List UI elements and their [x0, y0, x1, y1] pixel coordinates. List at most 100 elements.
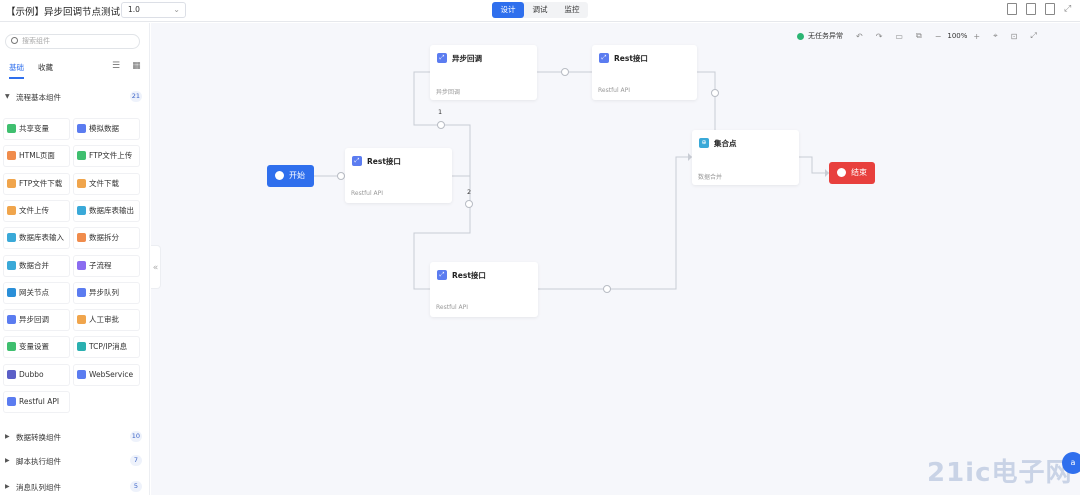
component-icon — [77, 124, 86, 133]
grid-view-icon[interactable]: ▦ — [132, 61, 141, 71]
component-item[interactable]: 数据合并 — [4, 255, 69, 276]
float-action-button[interactable]: a — [1062, 452, 1080, 474]
api-icon: ⤢ — [437, 270, 447, 280]
layout-icon[interactable]: ⧉ — [915, 31, 922, 40]
zoom-in-icon[interactable]: + — [973, 31, 981, 41]
tab-debug[interactable]: 调试 — [532, 5, 548, 14]
component-item[interactable]: Restful API — [4, 392, 69, 412]
tab-favorites[interactable]: 收藏 — [38, 63, 53, 72]
node-title: Rest接口 — [614, 54, 648, 63]
component-item[interactable]: HTML页面 — [4, 146, 69, 167]
group-count: 5 — [130, 481, 142, 492]
component-icon — [7, 178, 16, 188]
node-subtitle: Restful API — [598, 87, 631, 94]
tab-basic[interactable]: 基础 — [9, 62, 24, 79]
save-as-icon[interactable] — [1026, 3, 1036, 15]
node-rest-bottom[interactable]: ⤢ Rest接口 Restful API — [430, 262, 538, 317]
node-title: 集合点 — [714, 139, 737, 148]
component-label: FTP文件下载 — [19, 178, 63, 188]
search-placeholder: 搜索组件 — [22, 37, 50, 45]
arrow-icon — [688, 153, 692, 161]
port — [465, 200, 473, 208]
watermark-logo: 21ic电子网 — [927, 458, 1073, 488]
component-item[interactable]: 模拟数据 — [74, 119, 139, 139]
node-rest-mid[interactable]: ⤢ Rest接口 Restful API — [345, 148, 452, 203]
component-item[interactable]: 共享变量 — [4, 119, 69, 139]
node-rest-top[interactable]: ⤢ Rest接口 Restful API — [592, 45, 697, 100]
collapse-sidebar-icon[interactable]: « — [151, 245, 161, 289]
redo-icon[interactable]: ↷ — [875, 31, 883, 41]
undo-icon[interactable]: ↶ — [856, 31, 863, 41]
mode-tabs: 设计 调试 监控 — [492, 2, 588, 18]
component-item[interactable]: 异步回调 — [4, 310, 69, 331]
component-icon — [7, 369, 16, 379]
view-toggle: ☰ ▦ — [112, 61, 141, 71]
node-title: Rest接口 — [367, 157, 401, 166]
tab-design[interactable]: 设计 — [492, 2, 524, 18]
end-label: 结束 — [851, 168, 867, 177]
node-title: 异步回调 — [452, 54, 482, 63]
screenshot-icon[interactable]: ⊡ — [1010, 31, 1018, 41]
group-name: 数据转换组件 — [16, 433, 61, 442]
component-icon — [77, 151, 86, 161]
group-transform[interactable]: ▶ 数据转换组件 10 — [0, 431, 150, 445]
version-select[interactable]: 1.0 ⌄ — [121, 2, 186, 18]
fit-icon[interactable]: ⌖ — [993, 31, 998, 40]
component-item[interactable]: TCP/IP消息 — [74, 337, 139, 358]
search-input[interactable]: 搜索组件 — [5, 34, 140, 49]
search-icon — [11, 37, 18, 44]
component-item[interactable]: 异步队列 — [74, 282, 139, 303]
tab-monitor[interactable]: 监控 — [564, 5, 580, 14]
fullscreen-icon[interactable]: ⤢ — [1030, 31, 1037, 40]
caret-right-icon: ▶ — [5, 457, 10, 464]
canvas-toolbar: 无任务异常 ↶ ↷ ▭ ⧉ − 100% + ⌖ ⊡ ⤢ — [797, 30, 1037, 42]
component-item[interactable]: 网关节点 — [4, 282, 69, 303]
component-icon — [7, 342, 16, 352]
component-item[interactable]: 文件下载 — [74, 173, 139, 194]
task-status: 无任务异常 — [808, 32, 843, 40]
component-label: 变量设置 — [19, 342, 49, 352]
document-icon[interactable] — [1045, 3, 1055, 15]
end-node[interactable]: 结束 — [829, 162, 875, 184]
edge-bot-gather — [538, 156, 692, 290]
component-item[interactable]: WebService — [74, 364, 139, 385]
group-script[interactable]: ▶ 脚本执行组件 7 — [0, 455, 150, 469]
component-item[interactable]: 数据库表输出 — [74, 200, 139, 221]
node-subtitle: 数据合并 — [698, 174, 723, 181]
start-node[interactable]: 开始 — [267, 165, 314, 187]
select-icon[interactable]: ▭ — [895, 31, 903, 41]
edge-gather-end — [799, 156, 829, 174]
expand-icon[interactable]: ⤢ — [1064, 4, 1072, 14]
caret-right-icon: ▶ — [5, 433, 10, 440]
edge-label-2: 2 — [467, 188, 472, 196]
component-item[interactable]: 人工审批 — [74, 310, 139, 331]
component-icon — [7, 205, 16, 215]
zoom-out-icon[interactable]: − — [934, 31, 942, 41]
node-subtitle: Restful API — [436, 304, 469, 311]
component-item[interactable]: 数据拆分 — [74, 228, 139, 249]
component-item[interactable]: 变量设置 — [4, 337, 69, 358]
flow-canvas[interactable] — [151, 23, 1080, 495]
group-name: 消息队列组件 — [16, 483, 61, 492]
group-count: 7 — [130, 455, 142, 466]
group-mq[interactable]: ▶ 消息队列组件 5 — [0, 481, 150, 495]
component-icon — [7, 124, 16, 133]
component-icon — [7, 233, 16, 243]
group-basic[interactable]: ▼ 流程基本组件 21 — [0, 91, 150, 105]
component-item[interactable]: 文件上传 — [4, 200, 69, 221]
component-item[interactable]: FTP文件下载 — [4, 173, 69, 194]
component-label: 异步队列 — [89, 287, 119, 297]
port — [603, 285, 611, 293]
node-gather[interactable]: ⊕ 集合点 数据合并 — [692, 130, 799, 185]
component-icon — [77, 287, 86, 297]
save-icon[interactable] — [1007, 3, 1017, 15]
component-item[interactable]: FTP文件上传 — [74, 146, 139, 167]
node-async-callback[interactable]: ⤢ 异步回调 异步回调 — [430, 45, 537, 100]
component-item[interactable]: Dubbo — [4, 364, 69, 385]
list-view-icon[interactable]: ☰ — [112, 61, 121, 71]
component-label: 人工审批 — [89, 315, 119, 325]
edge-rest-down — [413, 175, 471, 290]
component-item[interactable]: 子流程 — [74, 255, 139, 276]
component-item[interactable]: 数据库表输入 — [4, 228, 69, 249]
component-icon — [77, 260, 86, 270]
